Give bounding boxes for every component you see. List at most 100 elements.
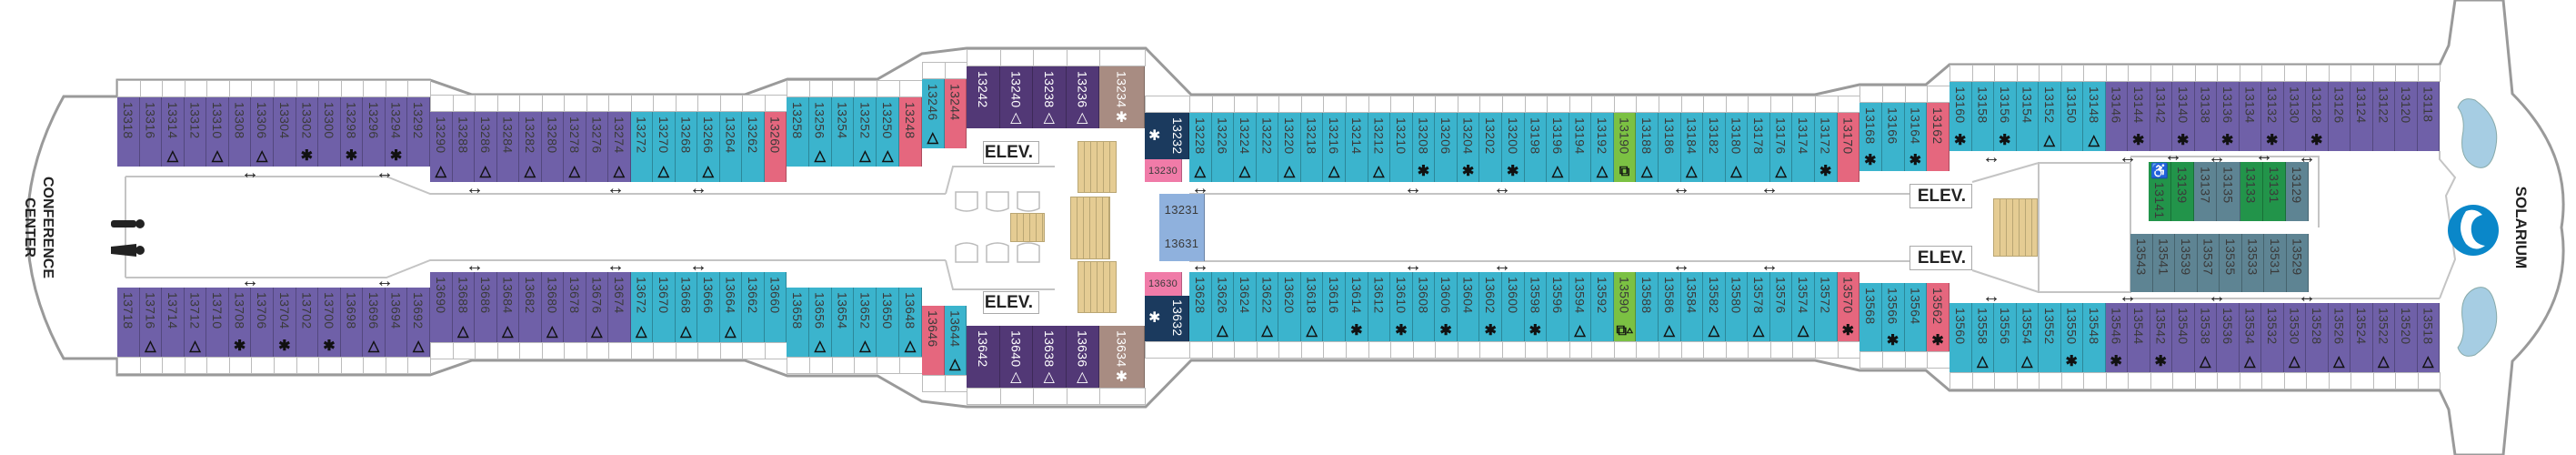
- cabin-13660[interactable]: 13660: [764, 272, 787, 342]
- cabin-13228[interactable]: 13228△: [1189, 113, 1212, 182]
- cabin-13552[interactable]: 13552: [2039, 303, 2061, 372]
- cabin-13554[interactable]: 13554△: [2016, 303, 2039, 372]
- cabin-13610[interactable]: 13610✱: [1390, 272, 1413, 341]
- cabin-13710[interactable]: 13710: [206, 288, 229, 357]
- cabin-13314[interactable]: 13314△: [162, 97, 185, 167]
- cabin-13682[interactable]: 13682: [519, 272, 542, 342]
- cabin-13560[interactable]: 13560: [1950, 303, 1972, 372]
- cabin-13162[interactable]: 13162: [1927, 103, 1950, 171]
- cabin-13558[interactable]: 13558△: [1971, 303, 1994, 372]
- cabin-13198[interactable]: 13198: [1524, 113, 1548, 182]
- cabin-13268[interactable]: 13268: [675, 112, 697, 182]
- cabin-13132[interactable]: 13132✱: [2261, 82, 2284, 151]
- cabin-13535[interactable]: 13535: [2220, 234, 2242, 292]
- cabin-13566[interactable]: 13566✱: [1881, 283, 1905, 351]
- cabin-13708[interactable]: 13708✱: [228, 288, 252, 357]
- cabin-13278[interactable]: 13278△: [564, 112, 586, 182]
- cabin-13556[interactable]: 13556: [1994, 303, 2017, 372]
- cabin-13704[interactable]: 13704✱: [273, 288, 296, 357]
- cabin-13231[interactable]: 13231: [1159, 194, 1205, 227]
- cabin-13666[interactable]: 13666: [697, 272, 720, 342]
- cabin-13531[interactable]: 13531: [2264, 234, 2287, 292]
- cabin-13628[interactable]: 13628: [1189, 272, 1212, 341]
- cabin-13276[interactable]: 13276: [586, 112, 608, 182]
- cabin-13670[interactable]: 13670: [653, 272, 676, 342]
- cabin-13618[interactable]: 13618△: [1300, 272, 1324, 341]
- cabin-13632[interactable]: 13632✱: [1145, 296, 1189, 341]
- cabin-13690[interactable]: 13690: [430, 272, 453, 342]
- cabin-13148[interactable]: 13148△: [2083, 82, 2106, 151]
- cabin-13636[interactable]: 13636△: [1066, 326, 1099, 388]
- cabin-13584[interactable]: 13584: [1680, 272, 1704, 341]
- cabin-13290[interactable]: 13290△: [430, 112, 453, 182]
- cabin-13300[interactable]: 13300: [318, 97, 341, 167]
- cabin-13564[interactable]: 13564: [1904, 283, 1928, 351]
- cabin-13624[interactable]: 13624: [1234, 272, 1257, 341]
- cabin-13537[interactable]: 13537: [2197, 234, 2220, 292]
- cabin-13146[interactable]: 13146: [2105, 82, 2128, 151]
- cabin-13582[interactable]: 13582△: [1703, 272, 1726, 341]
- cabin-13640[interactable]: 13640△: [999, 326, 1033, 388]
- cabin-13576[interactable]: 13576: [1769, 272, 1793, 341]
- cabin-13654[interactable]: 13654: [831, 288, 855, 357]
- cabin-13256[interactable]: 13256△: [808, 97, 832, 167]
- cabin-13694[interactable]: 13694: [385, 288, 408, 357]
- cabin-13546[interactable]: 13546✱: [2105, 303, 2128, 372]
- cabin-13135[interactable]: 13135: [2217, 162, 2240, 221]
- cabin-13246[interactable]: 13246△: [922, 79, 945, 148]
- cabin-13156[interactable]: 13156✱: [1994, 82, 2017, 151]
- cabin-13138[interactable]: 13138: [2194, 82, 2217, 151]
- cabin-13194[interactable]: 13194: [1569, 113, 1592, 182]
- cabin-13596[interactable]: 13596: [1547, 272, 1569, 341]
- cabin-13312[interactable]: 13312: [184, 97, 207, 167]
- cabin-13604[interactable]: 13604: [1457, 272, 1480, 341]
- cabin-13638[interactable]: 13638△: [1033, 326, 1067, 388]
- cabin-13608[interactable]: 13608: [1412, 272, 1436, 341]
- cabin-13656[interactable]: 13656△: [808, 288, 832, 357]
- cabin-13280[interactable]: 13280: [541, 112, 564, 182]
- cabin-13170[interactable]: 13170: [1837, 113, 1860, 182]
- cabin-13184[interactable]: 13184△: [1680, 113, 1704, 182]
- cabin-13674[interactable]: 13674: [608, 272, 631, 342]
- cabin-13614[interactable]: 13614✱: [1345, 272, 1368, 341]
- cabin-13688[interactable]: 13688△: [452, 272, 475, 342]
- cabin-13234[interactable]: 13234✱: [1099, 66, 1145, 128]
- cabin-13172[interactable]: 13172✱: [1814, 113, 1838, 182]
- cabin-13168[interactable]: 13168✱: [1859, 103, 1882, 171]
- cabin-13318[interactable]: 13318: [117, 97, 140, 167]
- cabin-13124[interactable]: 13124: [2350, 82, 2373, 151]
- cabin-13602[interactable]: 13602✱: [1479, 272, 1502, 341]
- cabin-13518[interactable]: 13518△: [2417, 303, 2440, 372]
- cabin-13272[interactable]: 13272: [630, 112, 653, 182]
- cabin-13522[interactable]: 13522△: [2372, 303, 2395, 372]
- cabin-13282[interactable]: 13282△: [519, 112, 542, 182]
- cabin-13590[interactable]: 13590⧉▵: [1613, 272, 1637, 341]
- cabin-13650[interactable]: 13650: [877, 288, 900, 357]
- cabin-13142[interactable]: 13142: [2150, 82, 2172, 151]
- cabin-13248[interactable]: 13248: [899, 97, 922, 167]
- cabin-13139[interactable]: 13139: [2171, 162, 2195, 221]
- cabin-13128[interactable]: 13128✱: [2306, 82, 2329, 151]
- cabin-13310[interactable]: 13310△: [206, 97, 229, 167]
- cabin-13664[interactable]: 13664△: [719, 272, 742, 342]
- cabin-13658[interactable]: 13658: [787, 288, 809, 357]
- cabin-13536[interactable]: 13536: [2217, 303, 2240, 372]
- cabin-13580[interactable]: 13580: [1725, 272, 1749, 341]
- cabin-13182[interactable]: 13182: [1703, 113, 1726, 182]
- cabin-13606[interactable]: 13606✱: [1435, 272, 1458, 341]
- cabin-13574[interactable]: 13574△: [1792, 272, 1815, 341]
- cabin-13133[interactable]: 13133: [2240, 162, 2263, 221]
- cabin-13126[interactable]: 13126: [2328, 82, 2350, 151]
- cabin-13530[interactable]: 13530△: [2283, 303, 2306, 372]
- cabin-13186[interactable]: 13186: [1658, 113, 1681, 182]
- cabin-13588[interactable]: 13588: [1636, 272, 1659, 341]
- cabin-13718[interactable]: 13718: [117, 288, 140, 357]
- cabin-13548[interactable]: 13548: [2083, 303, 2106, 372]
- cabin-13218[interactable]: 13218: [1300, 113, 1324, 182]
- cabin-13252[interactable]: 13252△: [854, 97, 877, 167]
- cabin-13716[interactable]: 13716△: [139, 288, 163, 357]
- cabin-13264[interactable]: 13264: [719, 112, 742, 182]
- cabin-13192[interactable]: 13192△: [1591, 113, 1614, 182]
- cabin-13232[interactable]: 13232✱: [1145, 113, 1189, 159]
- cabin-13572[interactable]: 13572: [1814, 272, 1838, 341]
